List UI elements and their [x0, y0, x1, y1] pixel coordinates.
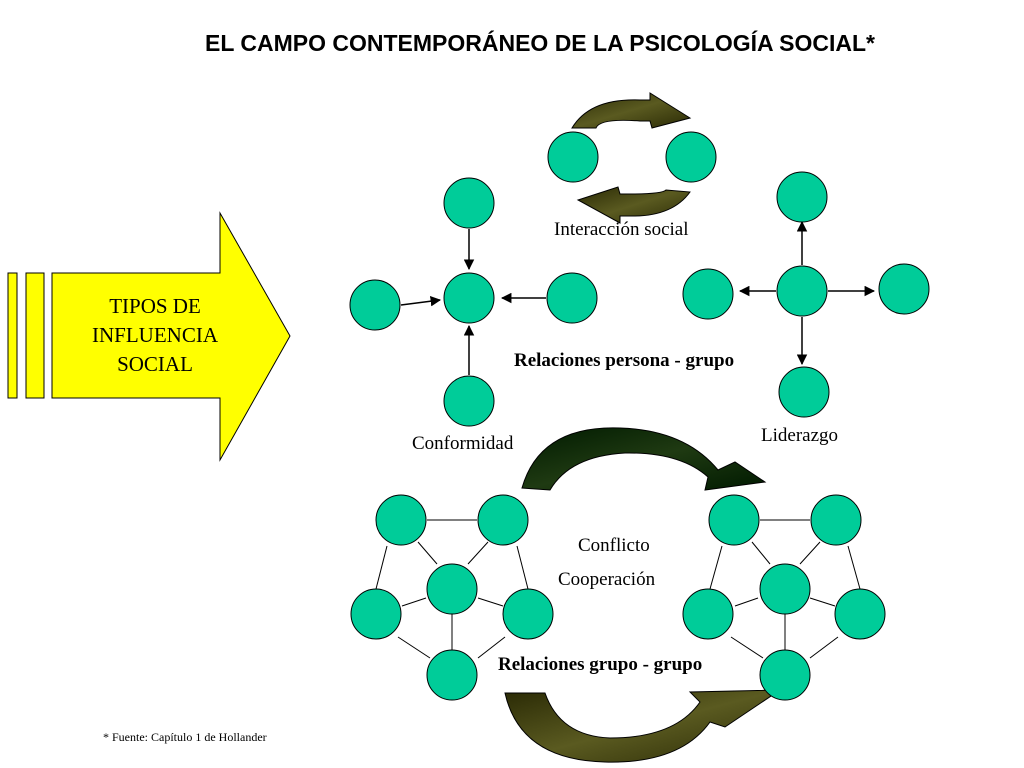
interaction-bottom-curved-arrow	[576, 186, 691, 224]
leadership-arrows	[738, 220, 876, 366]
page-title: EL CAMPO CONTEMPORÁNEO DE LA PSICOLOGÍA …	[204, 30, 876, 56]
node-group-right-tl	[708, 494, 760, 546]
node-conformity-left	[349, 279, 401, 331]
conformity-arrows	[400, 229, 546, 375]
node-group-right-tr	[810, 494, 862, 546]
node-group-right-bottom	[759, 649, 811, 701]
influence-types-arrow	[7, 211, 291, 462]
node-group-right-ml	[682, 588, 734, 640]
group-left-links	[375, 519, 529, 659]
group-right-links	[709, 519, 861, 659]
interaction-top-curved-arrow	[571, 92, 692, 129]
influence-line-3: SOCIAL	[117, 352, 193, 376]
label-interaccion-social: Interacción social	[554, 219, 689, 240]
node-leadership-top	[776, 171, 828, 223]
arrow-body	[51, 211, 291, 462]
node-group-left-bottom	[426, 649, 478, 701]
footnote: * Fuente: Capítulo 1 de Hollander	[103, 730, 267, 744]
influence-types-label: TIPOS DE INFLUENCIA SOCIAL	[60, 292, 250, 379]
node-conformity-bottom	[443, 375, 495, 427]
node-leadership-right	[878, 263, 930, 315]
node-group-right-mr	[834, 588, 886, 640]
label-conformidad: Conformidad	[412, 433, 514, 454]
arrow-bar-1	[7, 272, 18, 399]
interaction-cycle-arrows	[571, 92, 692, 224]
node-group-left-tl	[375, 494, 427, 546]
transition-curved-arrow-bottom	[504, 689, 782, 763]
node-conformity-right	[546, 272, 598, 324]
node-group-left-center	[426, 563, 478, 615]
node-leadership-bottom	[778, 366, 830, 418]
label-relaciones-grupo-grupo: Relaciones grupo - grupo	[498, 654, 703, 675]
label-relaciones-persona-grupo: Relaciones persona - grupo	[514, 350, 735, 371]
node-interaction-right	[665, 131, 717, 183]
node-interaction-left	[547, 131, 599, 183]
label-conflicto: Conflicto	[578, 535, 650, 556]
node-leadership-center	[776, 265, 828, 317]
nodes	[349, 131, 930, 701]
node-leadership-left	[682, 268, 734, 320]
node-conformity-top	[443, 177, 495, 229]
transition-curved-arrow-top	[521, 427, 767, 491]
influence-line-1: TIPOS DE	[109, 294, 201, 318]
node-group-left-mr	[502, 588, 554, 640]
node-conformity-center	[443, 272, 495, 324]
label-liderazgo: Liderazgo	[761, 425, 839, 446]
node-group-left-ml	[350, 588, 402, 640]
node-group-left-tr	[477, 494, 529, 546]
influence-line-2: INFLUENCIA	[92, 323, 218, 347]
arrow-bar-2	[25, 272, 45, 399]
node-group-right-center	[759, 563, 811, 615]
label-cooperacion: Cooperación	[558, 569, 656, 590]
